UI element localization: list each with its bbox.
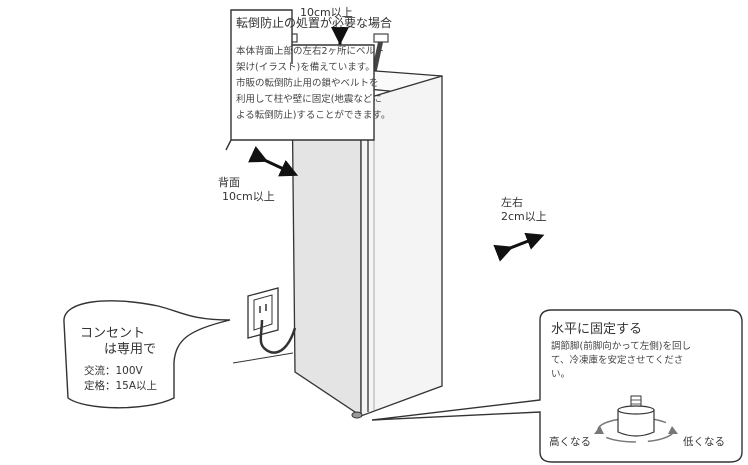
tip-prevention-body: 本体背面上部の左右2ヶ所にベルト 架け(イラスト)を備えています。 市販の転倒防… <box>236 44 390 124</box>
back-clearance-arrow <box>248 146 299 177</box>
tip-prevention-line: 利用して柱や壁に固定(地震などに <box>236 94 382 105</box>
outlet-rating: 定格：15A以上 <box>84 380 158 392</box>
side-clearance-arrow <box>493 232 545 262</box>
leveling-body: 調節脚(前脚向かって左側)を回し て、冷凍庫を安定させてくださ い。 <box>551 340 691 382</box>
freezer-front <box>360 75 443 417</box>
leveling-line: い。 <box>551 369 571 380</box>
leveling-line: て、冷凍庫を安定させてくださ <box>551 355 684 366</box>
leveling-title: 水平に固定する <box>551 322 643 337</box>
tip-prevention-callout <box>225 9 375 151</box>
freezer-illustration <box>291 67 443 419</box>
floor-line <box>232 352 294 364</box>
adjustable-foot-icon <box>617 395 655 437</box>
outlet-line-1: コンセント <box>80 326 146 341</box>
leveling-foot <box>351 411 363 419</box>
outlet-line-2: は専用で <box>104 342 157 357</box>
tip-prevention-line: 市販の転倒防止用の鎖やベルトを <box>236 78 379 89</box>
tip-prevention-line: 本体背面上部の左右2ヶ所にベルト <box>236 46 385 57</box>
wall-outlet-icon <box>247 287 279 339</box>
higher-label: 高くなる <box>549 436 591 448</box>
tip-prevention-title: 転倒防止の処置が必要な場合 <box>236 16 393 30</box>
leveling-callout <box>371 309 743 463</box>
power-cord <box>259 319 297 354</box>
back-clearance-label-1: 背面 <box>218 176 240 189</box>
lower-label: 低くなる <box>683 436 725 448</box>
leveling-line: 調節脚(前脚向かって左側)を回し <box>551 341 691 352</box>
tip-prevention-line: よる転倒防止)することができます。 <box>236 110 391 121</box>
side-clearance-label-2: 2cm以上 <box>501 210 547 223</box>
outlet-callout <box>63 300 231 409</box>
back-clearance-label-2: 10cm以上 <box>222 190 275 203</box>
top-clearance-label: 10cm以上 <box>300 6 353 19</box>
tip-prevention-line: 架け(イラスト)を備えています。 <box>236 62 375 73</box>
side-clearance-label-1: 左右 <box>501 196 523 209</box>
belt-hook-right <box>371 33 389 73</box>
outlet-voltage: 交流：100V <box>84 365 143 377</box>
